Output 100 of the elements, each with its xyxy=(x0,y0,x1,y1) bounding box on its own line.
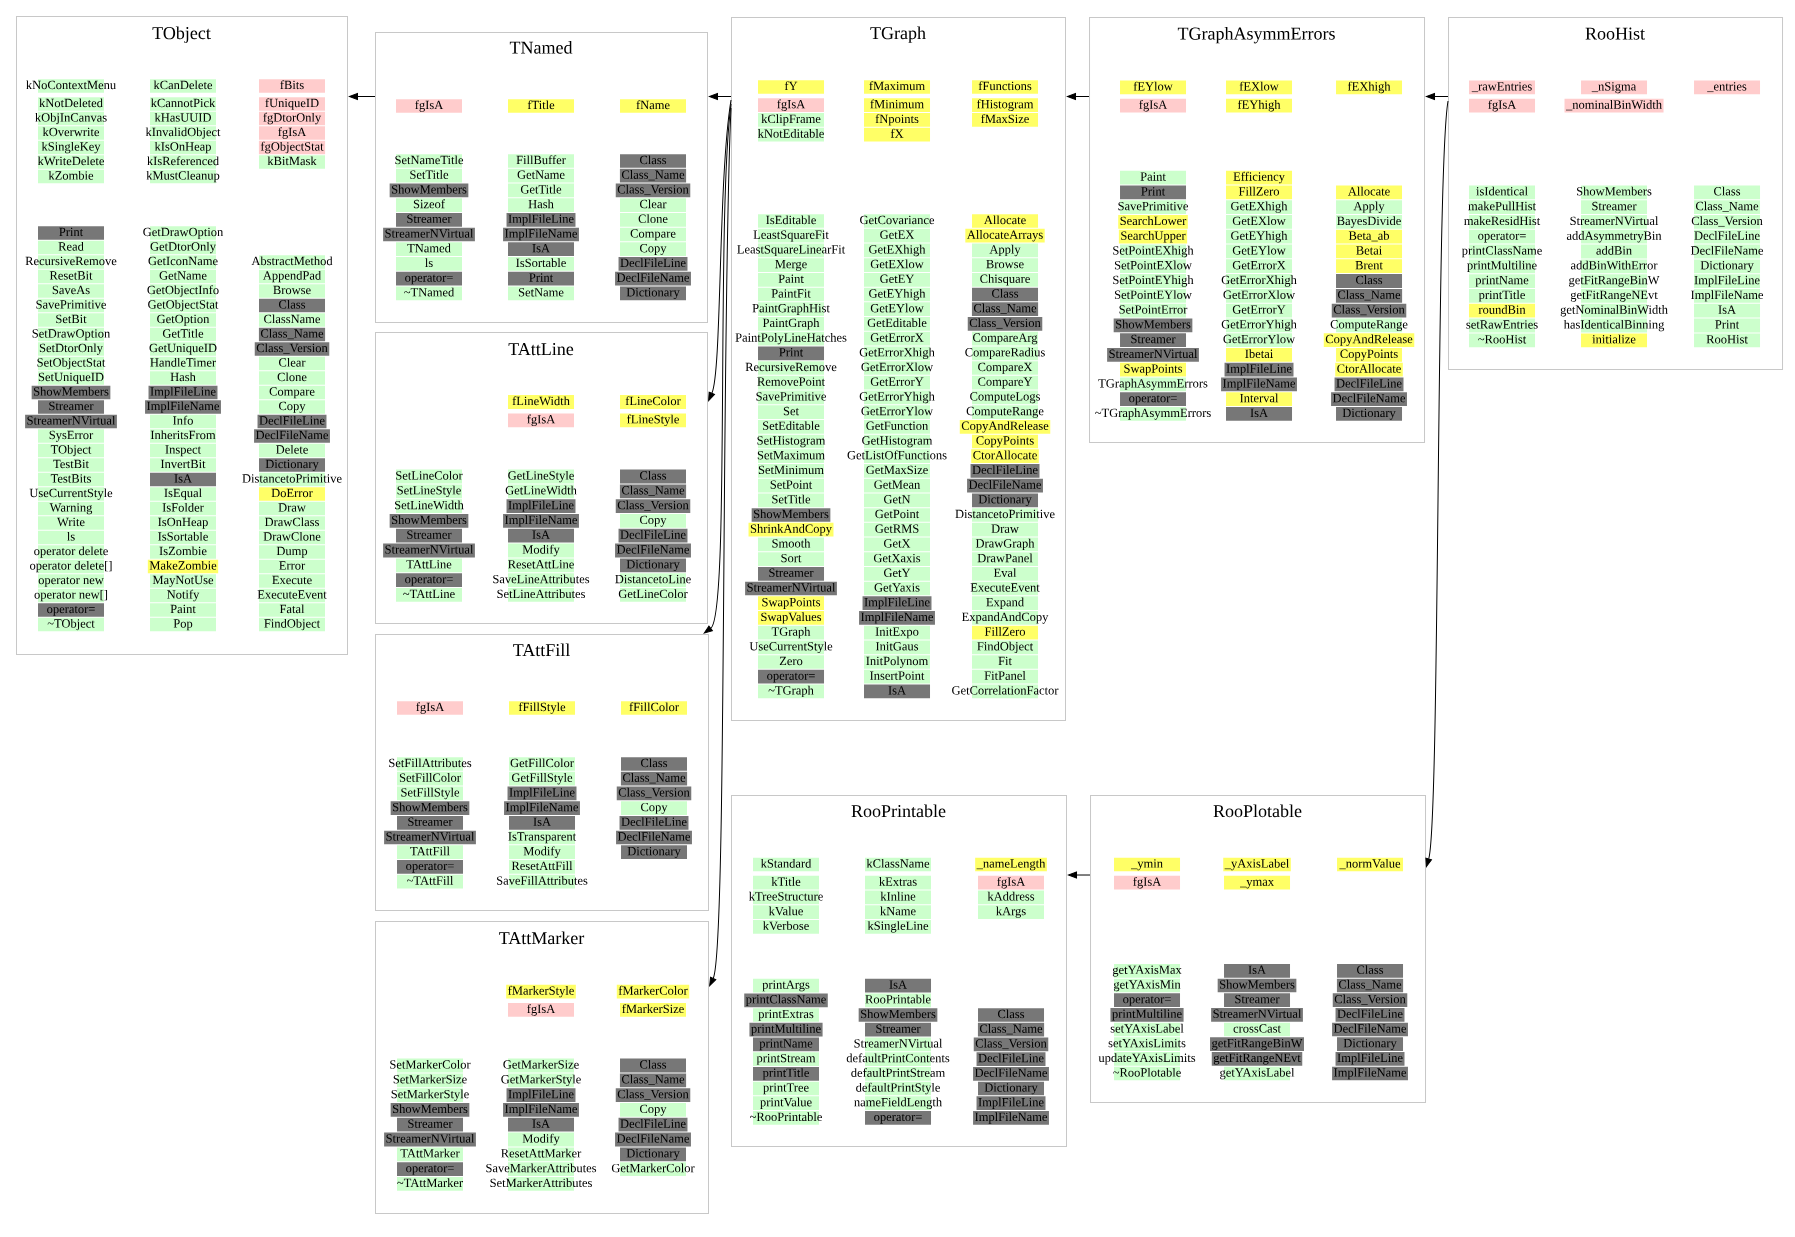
node-label: fX xyxy=(890,128,904,138)
member-cell: Class xyxy=(620,154,686,168)
member-cell: Dictionary xyxy=(259,458,325,472)
member-cell: IsA xyxy=(150,472,216,487)
member-cell: Class_Version xyxy=(1691,215,1763,229)
member-cell: Streamer xyxy=(396,212,462,227)
node-label: Set xyxy=(783,406,799,416)
member-cell: fgIsA xyxy=(1114,875,1180,890)
node-label: TestBits xyxy=(50,474,91,483)
member-cell: Fit xyxy=(972,655,1038,669)
member-cell: SwapPoints xyxy=(758,596,824,611)
member-cell: operator= xyxy=(397,1162,463,1176)
member-cell: ImplFileLine xyxy=(506,212,576,227)
node-label: fHistogram xyxy=(976,99,1034,111)
node-label: SetBit xyxy=(56,314,87,324)
member-cell: RooHist xyxy=(1694,333,1761,348)
member-cell: _nSigma xyxy=(1581,80,1647,95)
node-label: Smooth xyxy=(772,538,811,548)
member-cell: DrawPanel xyxy=(972,552,1038,566)
node-label: CompareX xyxy=(978,362,1033,374)
member-cell: fMinimum xyxy=(864,98,930,113)
member-cell: Paint xyxy=(758,272,824,287)
node-label: RooHist xyxy=(1706,335,1748,344)
node-label: Paint xyxy=(170,604,196,614)
member-cell: operator= xyxy=(1120,392,1186,407)
member-cell: SearchLower xyxy=(1118,215,1188,229)
node-label: SetFillStyle xyxy=(401,787,460,800)
member-cell: Eval xyxy=(972,566,1038,581)
member-cell: GetFillColor xyxy=(509,757,575,771)
node-label: printTitle xyxy=(1478,290,1525,302)
member-cell: Clear xyxy=(620,198,686,212)
member-cell: DeclFileName xyxy=(616,830,692,845)
member-cell: DistancetoPrimitive xyxy=(242,472,342,487)
node-label: GetX xyxy=(883,539,911,548)
member-cell: SetFillStyle xyxy=(397,786,463,801)
node-label: GetName xyxy=(159,271,207,280)
member-cell: SetPointEYlow xyxy=(1114,288,1192,303)
member-cell: GetName xyxy=(150,269,216,284)
member-cell: _yAxisLabel xyxy=(1223,857,1291,872)
member-cell: Allocate xyxy=(972,214,1038,228)
node-label: Execute xyxy=(272,575,312,585)
member-cell: FillZero xyxy=(972,625,1038,640)
node-label: Pop xyxy=(173,619,193,631)
node-label: DeclFileLine xyxy=(259,415,325,425)
member-cell: DeclFileLine xyxy=(618,528,688,543)
member-cell: operator delete xyxy=(34,545,108,559)
node-label: IsOnHeap xyxy=(158,517,208,529)
node-label: ~RooHist xyxy=(1478,335,1527,344)
member-cell: StreamerNVirtual xyxy=(384,1132,476,1147)
member-cell: SetPointEXhigh xyxy=(1113,244,1194,259)
member-cell: setYAxisLimits xyxy=(1108,1037,1186,1051)
member-cell: TAttMarker xyxy=(397,1147,463,1162)
member-cell: operator= xyxy=(1114,993,1180,1007)
member-cell: GetEditable xyxy=(864,317,930,331)
member-cell: GetDtorOnly xyxy=(150,240,216,255)
inheritance-arrow xyxy=(708,99,732,402)
node-label: Clone xyxy=(277,372,307,382)
member-cell: roundBin xyxy=(1469,303,1535,318)
member-cell: _normValue xyxy=(1337,857,1403,872)
member-cell: Dictionary xyxy=(1337,1037,1403,1051)
member-cell: getNominalBinWidth xyxy=(1560,303,1668,318)
member-cell: Print xyxy=(508,271,574,286)
node-label: Hash xyxy=(528,199,554,209)
node-label: Streamer xyxy=(1592,201,1637,211)
member-cell: kNoContextMenu xyxy=(26,79,116,93)
node-label: GetEXhigh xyxy=(1231,201,1288,213)
member-cell: Dictionary xyxy=(978,1081,1044,1096)
member-cell: fFunctions xyxy=(972,80,1038,94)
member-cell: DeclFileLine xyxy=(1334,377,1404,392)
member-cell: InvertBit xyxy=(150,458,216,472)
node-label: Compare xyxy=(630,229,676,241)
member-cell: GetX xyxy=(864,537,930,552)
member-cell: _ymin xyxy=(1114,857,1180,872)
member-cell: fBits xyxy=(259,79,325,93)
member-cell: PaintGraphHist xyxy=(752,302,830,317)
node-label: GetMean xyxy=(874,480,921,489)
member-cell: Sort xyxy=(758,552,824,566)
member-cell: SetMinimum xyxy=(758,464,824,478)
member-cell: PaintGraph xyxy=(758,317,824,331)
inheritance-arrow xyxy=(709,93,732,100)
member-cell: operator= xyxy=(397,860,463,874)
member-cell: ImplFileName xyxy=(1221,377,1297,392)
member-cell: getYAxisMin xyxy=(1113,978,1181,993)
node-label: kHasUUID xyxy=(154,112,211,122)
member-cell: StreamerNVirtual xyxy=(1211,1008,1303,1022)
node-label: TGraph xyxy=(771,626,811,639)
member-cell: GetEY xyxy=(864,272,930,287)
node-label: GetErrorXlow xyxy=(1223,290,1296,299)
member-cell: ImplFileLine xyxy=(976,1096,1046,1111)
member-cell: fMarkerStyle xyxy=(506,984,576,999)
member-cell: ImplFileLine xyxy=(862,596,932,611)
node-label: Error xyxy=(279,561,306,570)
node-label: Class xyxy=(639,470,667,480)
member-cell: Set xyxy=(758,405,824,419)
node-label: Streamer xyxy=(769,568,814,577)
node-label: kOverwrite xyxy=(42,127,100,137)
node-label: printTree xyxy=(763,1083,809,1095)
member-cell: PaintPolyLineHatches xyxy=(735,331,847,346)
member-cell: addBin xyxy=(1581,244,1647,259)
member-cell: Copy xyxy=(259,400,325,414)
